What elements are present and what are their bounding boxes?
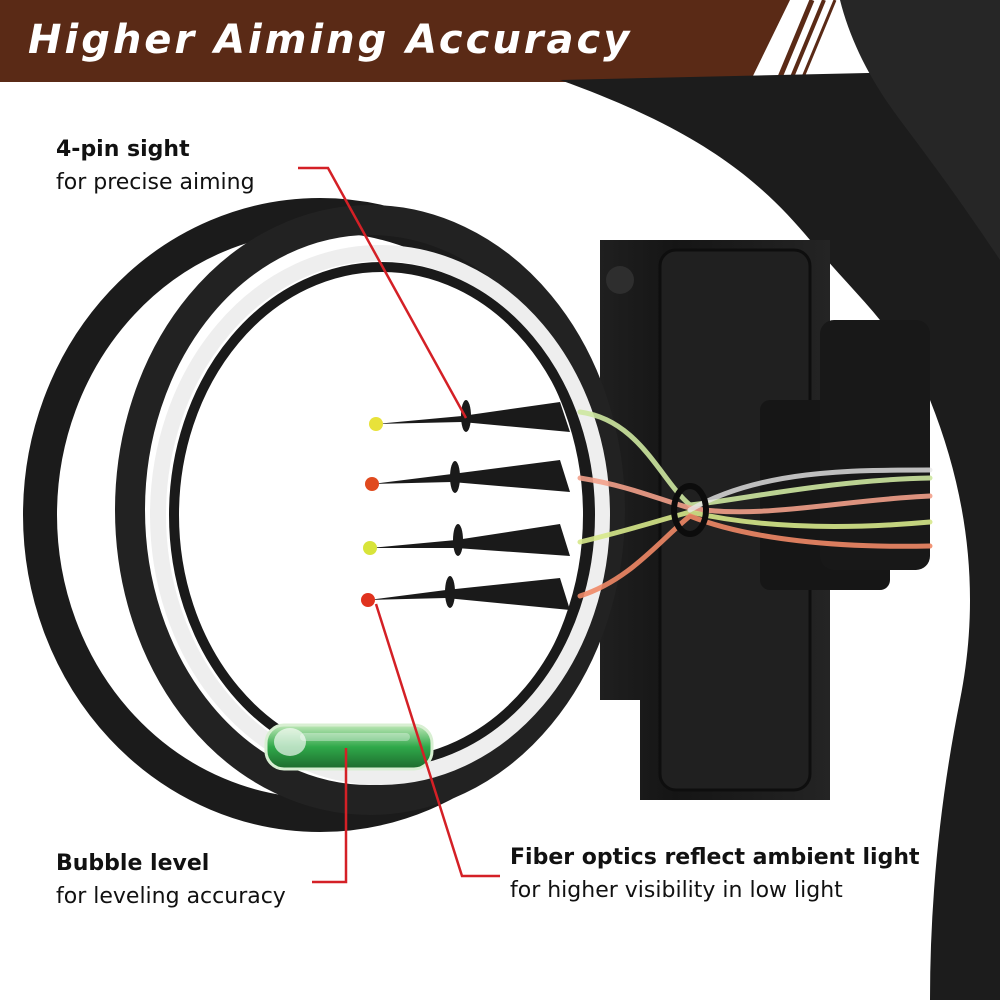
- bow-riser: [560, 0, 1000, 1000]
- ring-insert: [150, 245, 610, 785]
- pin-4: [361, 576, 570, 610]
- callout-subtitle: for precise aiming: [56, 170, 255, 195]
- pin-tip: [365, 477, 379, 491]
- callout-pin-sight: 4-pin sight for precise aiming: [56, 134, 255, 200]
- pin-1: [369, 400, 570, 432]
- callout-subtitle: for leveling accuracy: [56, 884, 286, 909]
- bubble: [274, 728, 306, 756]
- banner-stripe: [799, 0, 837, 83]
- callout-fiber-optics: Fiber optics reflect ambient light for h…: [510, 842, 920, 908]
- callout-title: Fiber optics reflect ambient light: [510, 845, 920, 870]
- leader-line-bubble-level: [312, 748, 348, 884]
- callout-title: Bubble level: [56, 851, 210, 876]
- banner-title: Higher Aiming Accuracy: [28, 17, 633, 63]
- callout-subtitle: for higher visibility in low light: [510, 878, 843, 903]
- leader-lines: [298, 166, 500, 884]
- pin-tip: [361, 593, 375, 607]
- banner-background: [0, 0, 790, 82]
- bubble-level: [264, 723, 434, 771]
- fiber-o-ring: [671, 483, 709, 537]
- fiber-optics: [577, 409, 933, 599]
- callout-title: 4-pin sight: [56, 137, 190, 162]
- pin-3: [363, 524, 570, 556]
- callout-bubble-level: Bubble level for leveling accuracy: [56, 848, 286, 914]
- pin-tip: [369, 417, 383, 431]
- banner: [0, 0, 837, 83]
- leader-line-pin-sight: [298, 166, 468, 419]
- banner-stripe: [788, 0, 826, 83]
- leader-line-fiber-optics: [374, 603, 500, 878]
- banner-stripe: [775, 0, 815, 83]
- pin-tip: [363, 541, 377, 555]
- pin-2: [365, 460, 570, 493]
- sight-pins: [361, 400, 570, 610]
